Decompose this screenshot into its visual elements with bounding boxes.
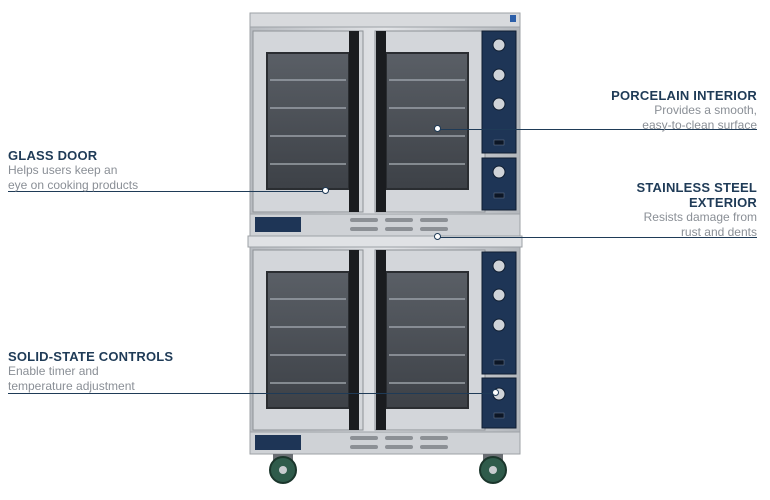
porcelain-desc-line2: easy-to-clean surface xyxy=(642,118,757,132)
upper-oven xyxy=(249,26,521,216)
callout-glass-door: GLASS DOOR Helps users keep an eye on co… xyxy=(8,148,228,193)
upper-left-handle xyxy=(349,31,359,212)
upper-knob-1 xyxy=(492,38,506,52)
brand-badge-icon xyxy=(510,15,516,22)
glass-title: GLASS DOOR xyxy=(8,148,98,163)
steel-title-line1: STAINLESS STEEL xyxy=(636,180,757,195)
oven-top-cap xyxy=(249,12,521,28)
glass-desc-line1: Helps users keep an xyxy=(8,163,118,177)
steel-dot-icon xyxy=(434,233,441,240)
upper-right-handle xyxy=(376,31,386,212)
upper-timer-knob xyxy=(492,165,506,179)
porcelain-title: PORCELAIN INTERIOR xyxy=(611,88,757,103)
controls-desc-line2: temperature adjustment xyxy=(8,379,135,393)
lower-vents xyxy=(350,436,448,449)
glass-desc-line2: eye on cooking products xyxy=(8,178,139,192)
porcelain-leader-line xyxy=(438,129,757,130)
upper-right-window xyxy=(385,52,469,190)
steel-desc-line2: rust and dents xyxy=(680,225,757,239)
lower-nameplate xyxy=(255,435,301,450)
upper-switch xyxy=(493,139,505,146)
callout-solid-state-controls: SOLID-STATE CONTROLS Enable timer and te… xyxy=(8,349,228,394)
controls-leader-line xyxy=(8,393,496,394)
controls-title: SOLID-STATE CONTROLS xyxy=(8,349,174,364)
upper-nameplate xyxy=(255,217,301,232)
right-caster-icon xyxy=(479,454,507,484)
glass-dot-icon xyxy=(322,187,329,194)
upper-knob-2 xyxy=(492,68,506,82)
lower-right-handle xyxy=(376,250,386,430)
porcelain-dot-icon xyxy=(434,125,441,132)
steel-leader-line xyxy=(438,237,757,238)
lower-knob-1 xyxy=(492,259,506,273)
upper-vents xyxy=(350,218,448,231)
lower-knob-3 xyxy=(492,318,506,332)
glass-leader-line xyxy=(8,191,326,192)
left-caster-icon xyxy=(269,454,297,484)
lower-right-window xyxy=(385,271,469,409)
lower-knob-2 xyxy=(492,288,506,302)
lower-switch xyxy=(493,359,505,366)
lower-left-window xyxy=(266,271,350,409)
lower-timer-panel xyxy=(481,377,517,429)
callout-stainless-steel: STAINLESS STEEL EXTERIOR Resists damage … xyxy=(537,180,758,240)
steel-title-line2: EXTERIOR xyxy=(688,195,757,210)
controls-desc-line1: Enable timer and xyxy=(8,364,99,378)
upper-knob-3 xyxy=(492,97,506,111)
lower-switch-2 xyxy=(493,412,505,419)
porcelain-desc-line1: Provides a smooth, xyxy=(654,103,757,117)
lower-left-handle xyxy=(349,250,359,430)
controls-dot-icon xyxy=(492,389,499,396)
upper-control-panel xyxy=(481,30,517,154)
steel-desc-line1: Resists damage from xyxy=(643,210,757,224)
upper-left-window xyxy=(266,52,350,190)
upper-switch-2 xyxy=(493,192,505,199)
lower-oven xyxy=(249,246,521,434)
callout-porcelain-interior: PORCELAIN INTERIOR Provides a smooth, ea… xyxy=(537,88,757,133)
bottom-band xyxy=(249,431,521,455)
